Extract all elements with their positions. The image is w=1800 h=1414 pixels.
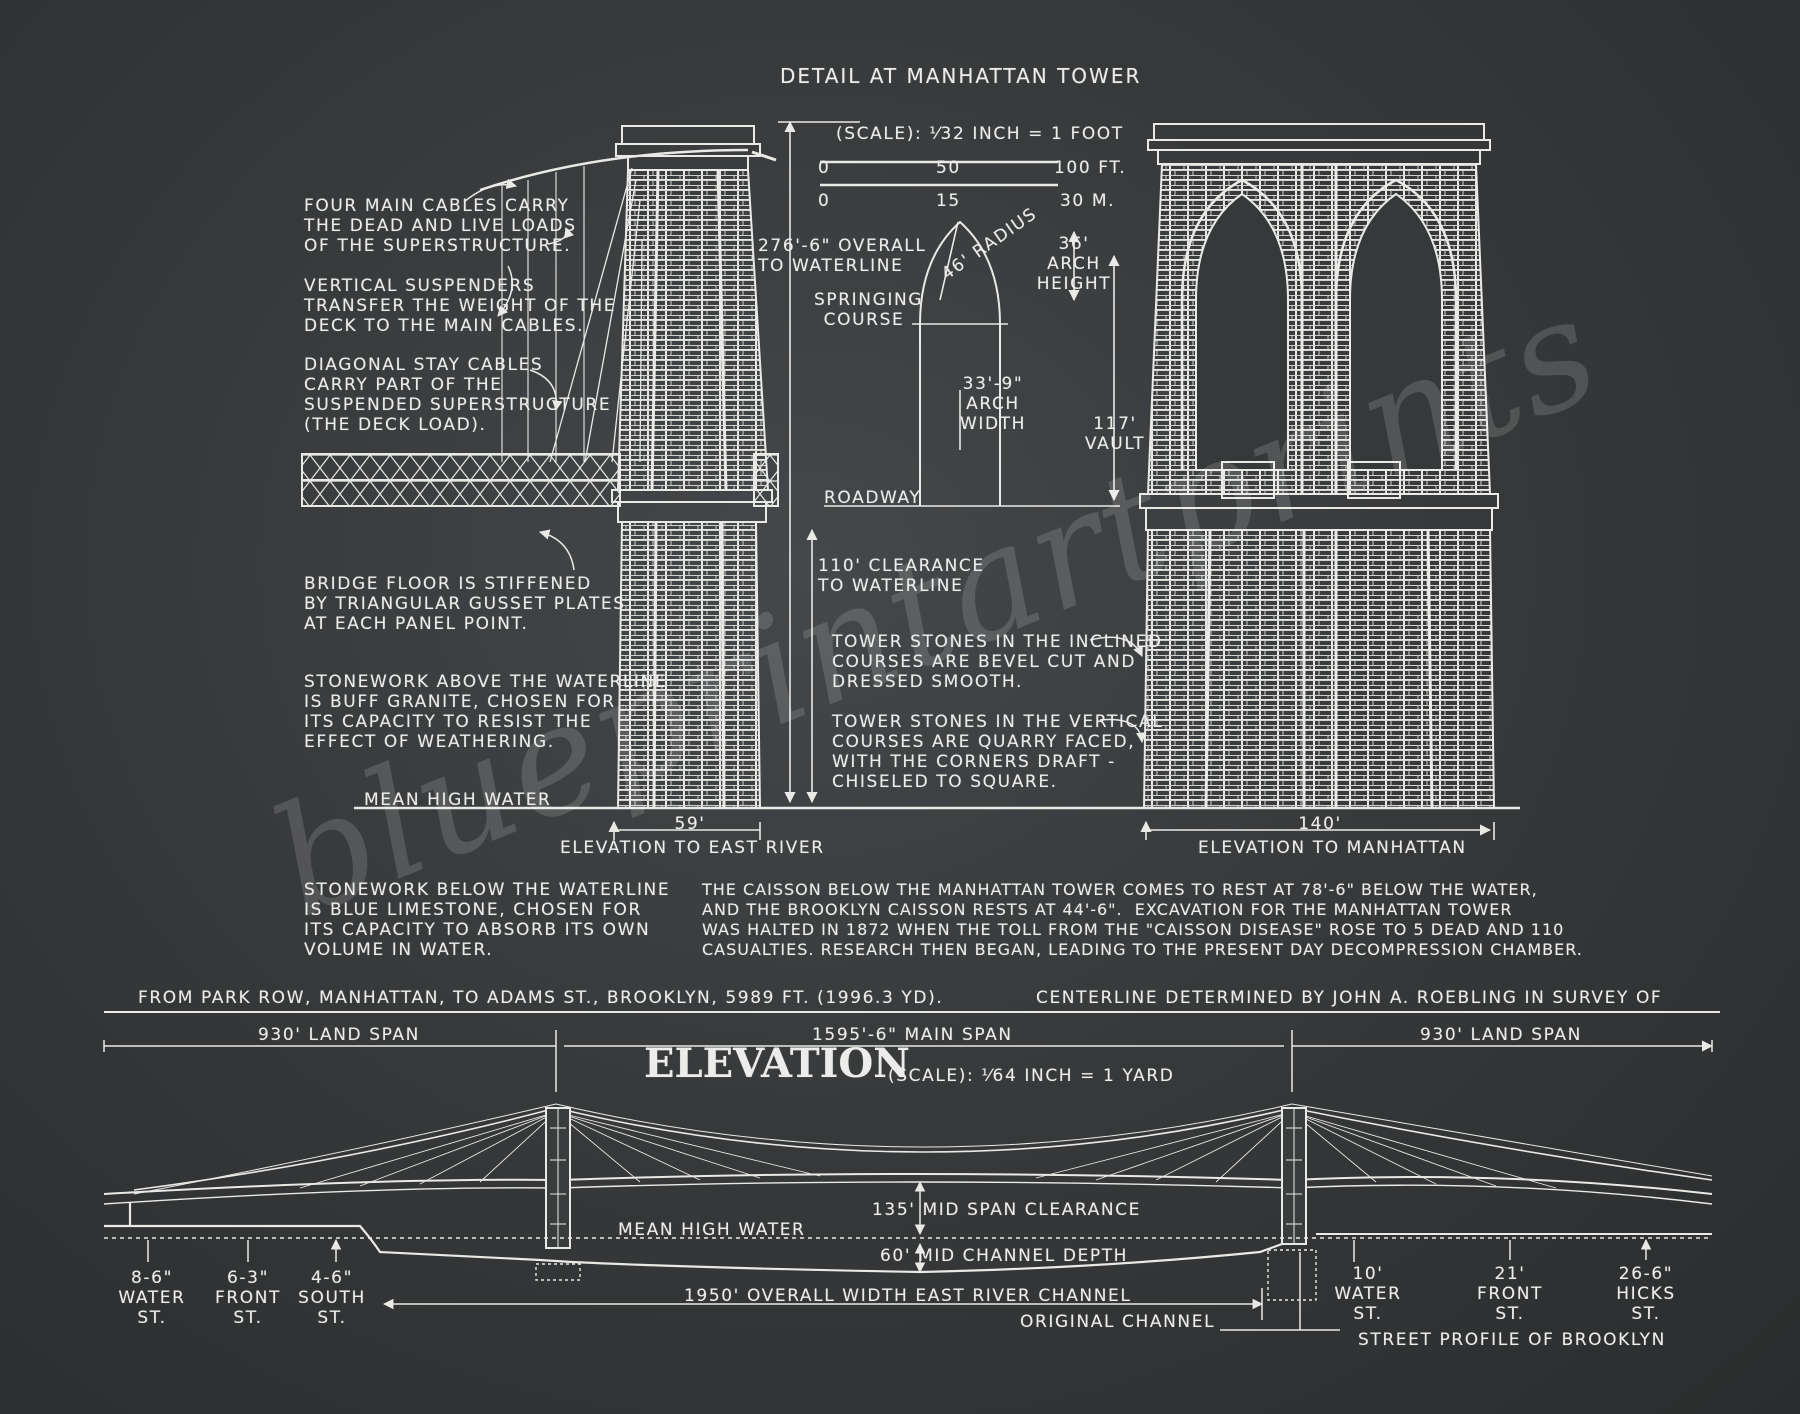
clearance-label: 110' CLEARANCE TO WATERLINE <box>818 556 985 596</box>
arch-width-label: 33'-9" ARCH WIDTH <box>959 374 1027 434</box>
street-front-left: 6-3" FRONT ST. <box>214 1268 282 1328</box>
route-label: FROM PARK ROW, MANHATTAN, TO ADAMS ST., … <box>138 988 944 1008</box>
channel-depth-label: 60' MID CHANNEL DEPTH <box>880 1246 1129 1266</box>
street-hicks-right: 26-6" HICKS ST. <box>1616 1264 1676 1324</box>
scale-ft-0: 0 <box>818 158 831 178</box>
manhattan-elevation-caption: ELEVATION TO MANHATTAN <box>1198 838 1467 858</box>
note-buff-granite: STONEWORK ABOVE THE WATERLINE IS BUFF GR… <box>304 672 668 752</box>
street-water-left: 8-6" WATER ST. <box>118 1268 186 1328</box>
east-river-tower <box>301 125 779 809</box>
land-span-left-label: 930' LAND SPAN <box>258 1025 420 1045</box>
overall-height-label: 276'-6" OVERALL TO WATERLINE <box>758 236 927 276</box>
note-vertical-courses: TOWER STONES IN THE VERTICAL COURSES ARE… <box>832 712 1164 792</box>
caisson-paragraph: THE CAISSON BELOW THE MANHATTAN TOWER CO… <box>702 880 1583 959</box>
mid-span-clearance-label: 135' MID SPAN CLEARANCE <box>872 1200 1141 1220</box>
springing-course-label: SPRINGING COURSE <box>814 290 924 330</box>
manhattan-width-label: 140' <box>1298 814 1342 834</box>
elevation-drawing <box>103 1011 1720 1331</box>
note-diagonal-stays: DIAGONAL STAY CABLES CARRY PART OF THE S… <box>304 355 612 435</box>
note-leaders <box>463 178 1147 744</box>
land-span-right-label: 930' LAND SPAN <box>1420 1025 1582 1045</box>
note-inclined-courses: TOWER STONES IN THE INCLINED COURSES ARE… <box>832 632 1163 692</box>
scale-ft-50: 50 <box>936 158 961 178</box>
original-channel-label: ORIGINAL CHANNEL <box>1020 1312 1216 1332</box>
drawing-title: DETAIL AT MANHATTAN TOWER <box>780 64 1142 88</box>
note-blue-limestone: STONEWORK BELOW THE WATERLINE IS BLUE LI… <box>304 880 671 960</box>
street-water-right: 10' WATER ST. <box>1334 1264 1402 1324</box>
overall-width-label: 1950' OVERALL WIDTH EAST RIVER CHANNEL <box>684 1286 1132 1306</box>
arch-height-label: 36' ARCH HEIGHT <box>1036 234 1112 294</box>
east-elevation-caption: ELEVATION TO EAST RIVER <box>560 838 825 858</box>
street-south-left: 4-6" SOUTH ST. <box>298 1268 366 1328</box>
mean-high-water-label: MEAN HIGH WATER <box>364 790 552 810</box>
scale-m-30: 30 M. <box>1060 191 1116 211</box>
main-span-label: 1595'-6" MAIN SPAN <box>812 1025 1013 1045</box>
roadway-label: ROADWAY <box>824 488 922 508</box>
elevation-scale-label: (SCALE): ⅟64 INCH = 1 YARD <box>888 1066 1175 1086</box>
vault-label: 117' VAULT <box>1084 414 1146 454</box>
tower-dimension-lines <box>614 120 1494 840</box>
note-main-cables: FOUR MAIN CABLES CARRY THE DEAD AND LIVE… <box>304 196 577 256</box>
note-vertical-suspenders: VERTICAL SUSPENDERS TRANSFER THE WEIGHT … <box>304 276 617 336</box>
centerline-label: CENTERLINE DETERMINED BY JOHN A. ROEBLIN… <box>1036 988 1663 1008</box>
scale-ft-100: 100 FT. <box>1054 158 1127 178</box>
elevation-title: ELEVATION <box>644 1040 910 1087</box>
note-bridge-floor: BRIDGE FLOOR IS STIFFENED BY TRIANGULAR … <box>304 574 626 634</box>
street-front-right: 21' FRONT ST. <box>1476 1264 1544 1324</box>
east-width-label: 59' <box>674 814 706 834</box>
scale-m-15: 15 <box>936 191 961 211</box>
street-profile-label: STREET PROFILE OF BROOKLYN <box>1358 1330 1666 1350</box>
elevation-mean-high-water: MEAN HIGH WATER <box>618 1220 806 1240</box>
scale-m-0: 0 <box>818 191 831 211</box>
manhattan-tower <box>1139 123 1499 809</box>
scale-label: (SCALE): ⅟32 INCH = 1 FOOT <box>836 124 1124 144</box>
